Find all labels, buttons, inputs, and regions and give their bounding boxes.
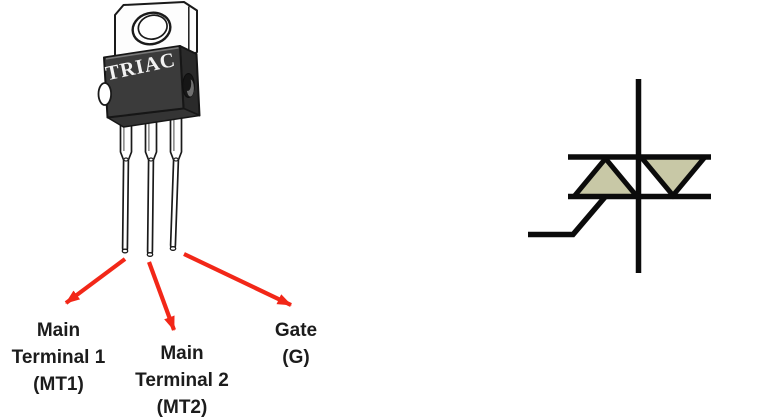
annotation-arrows xyxy=(64,252,292,331)
triac-symbol-icon xyxy=(528,79,711,273)
right-notch xyxy=(182,73,195,98)
arrow-mt2 xyxy=(147,261,176,331)
arrow-gate xyxy=(183,252,292,307)
triac-package: TRIAC xyxy=(97,1,201,257)
symbol-left-triangle xyxy=(568,154,643,199)
label-mt1-line1: Main xyxy=(36,320,81,341)
label-gate-line2: (G) xyxy=(282,347,310,368)
label-mt1: Main Terminal 1 (MT1) xyxy=(0,317,117,398)
label-mt1-line2: Terminal 1 xyxy=(11,347,106,368)
left-notch xyxy=(97,82,113,106)
symbol-gate-lead xyxy=(528,195,608,238)
label-mt1-line3: (MT1) xyxy=(33,374,84,395)
label-mt2-line1: Main xyxy=(160,343,204,364)
label-gate: Gate (G) xyxy=(254,317,338,371)
lead-gate xyxy=(169,109,183,251)
lead-mt1 xyxy=(119,109,133,254)
label-mt2: Main Terminal 2 (MT2) xyxy=(120,340,244,420)
package-body-top-highlight xyxy=(105,47,179,60)
label-mt2-line2: Terminal 2 xyxy=(135,370,229,391)
symbol-right-triangle xyxy=(635,154,711,200)
lead-mt2 xyxy=(144,109,158,257)
label-mt2-line3: (MT2) xyxy=(156,397,208,418)
arrow-mt1 xyxy=(64,257,127,305)
label-gate-line1: Gate xyxy=(274,320,318,341)
mounting-hole-icon xyxy=(131,11,172,46)
